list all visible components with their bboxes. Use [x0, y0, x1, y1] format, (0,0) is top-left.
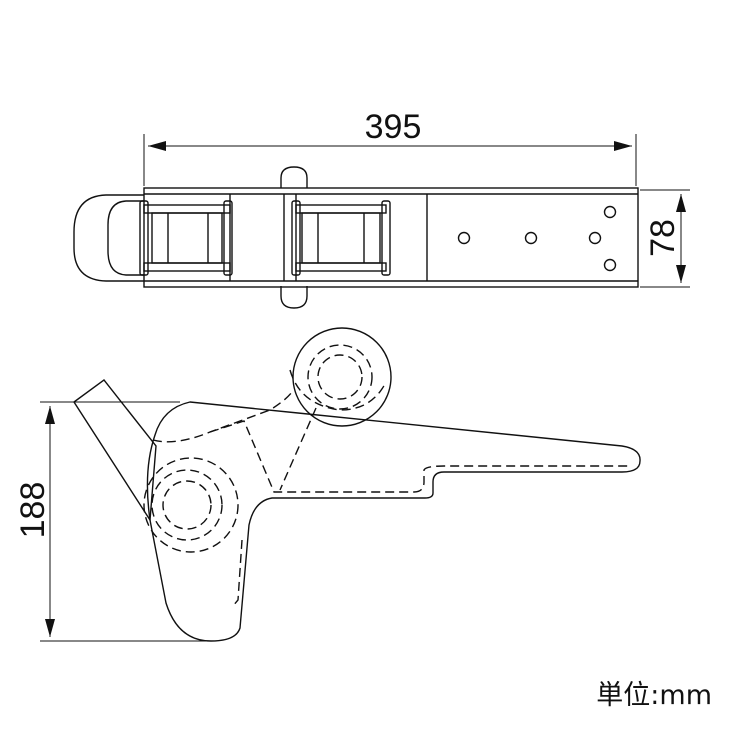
length-dimension — [143, 134, 637, 186]
roller-two — [291, 200, 391, 276]
height-dimension-label: 188 — [14, 482, 52, 539]
width-dimension-label: 78 — [644, 219, 682, 257]
bottom-pin-knob — [280, 286, 308, 309]
top-pin-knob — [280, 166, 308, 188]
top-view — [73, 134, 690, 309]
mounting-hole — [457, 231, 471, 245]
front-guard-outer — [73, 194, 144, 282]
front-guard-inner — [107, 200, 144, 276]
mounting-hole — [524, 231, 538, 245]
mounting-hole — [603, 205, 617, 219]
unit-label: 単位:mm — [596, 680, 712, 711]
side-view — [40, 327, 641, 642]
frame-outer — [143, 187, 639, 288]
height-dimension — [40, 401, 210, 642]
hidden-inner-contour — [152, 391, 293, 443]
body-outline — [146, 401, 641, 642]
width-dimension — [640, 189, 690, 288]
length-dimension-label: 395 — [365, 108, 422, 146]
rear-roller-hidden — [143, 457, 239, 553]
mounting-hole — [588, 231, 602, 245]
roller-one — [139, 200, 233, 276]
rear-bracket — [73, 379, 157, 523]
mounting-hole — [603, 258, 617, 272]
